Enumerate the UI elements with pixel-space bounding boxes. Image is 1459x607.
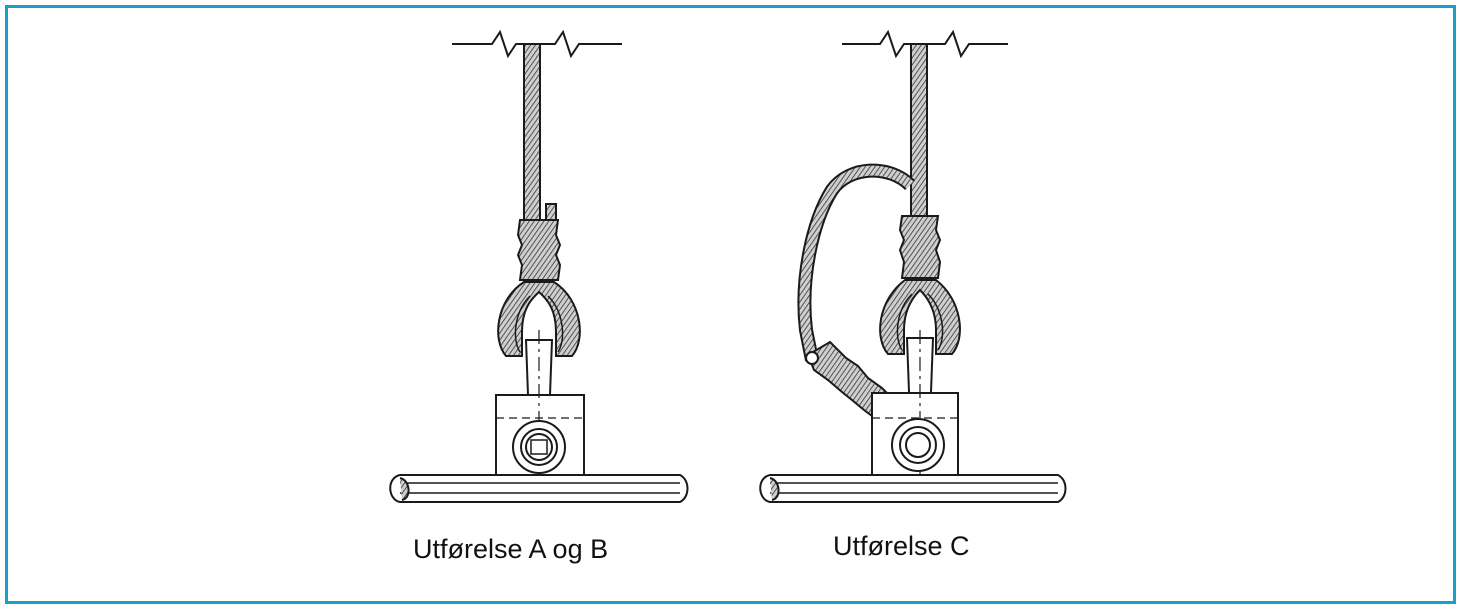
diagram-frame (5, 5, 1456, 604)
ferrule-c (898, 215, 942, 279)
caption-variant-c: Utførelse C (833, 531, 970, 561)
thimble-a (497, 281, 581, 357)
assembly-a-b (389, 29, 689, 503)
thimble-c (879, 279, 961, 355)
rail-a (389, 474, 689, 503)
wire-rope-a (523, 43, 541, 221)
assembly-c (759, 29, 1067, 503)
ferrule-a (516, 219, 562, 281)
caption-variant-a-b: Utførelse A og B (413, 534, 609, 564)
wire-rope-c (910, 43, 928, 217)
rail-c (759, 474, 1067, 503)
